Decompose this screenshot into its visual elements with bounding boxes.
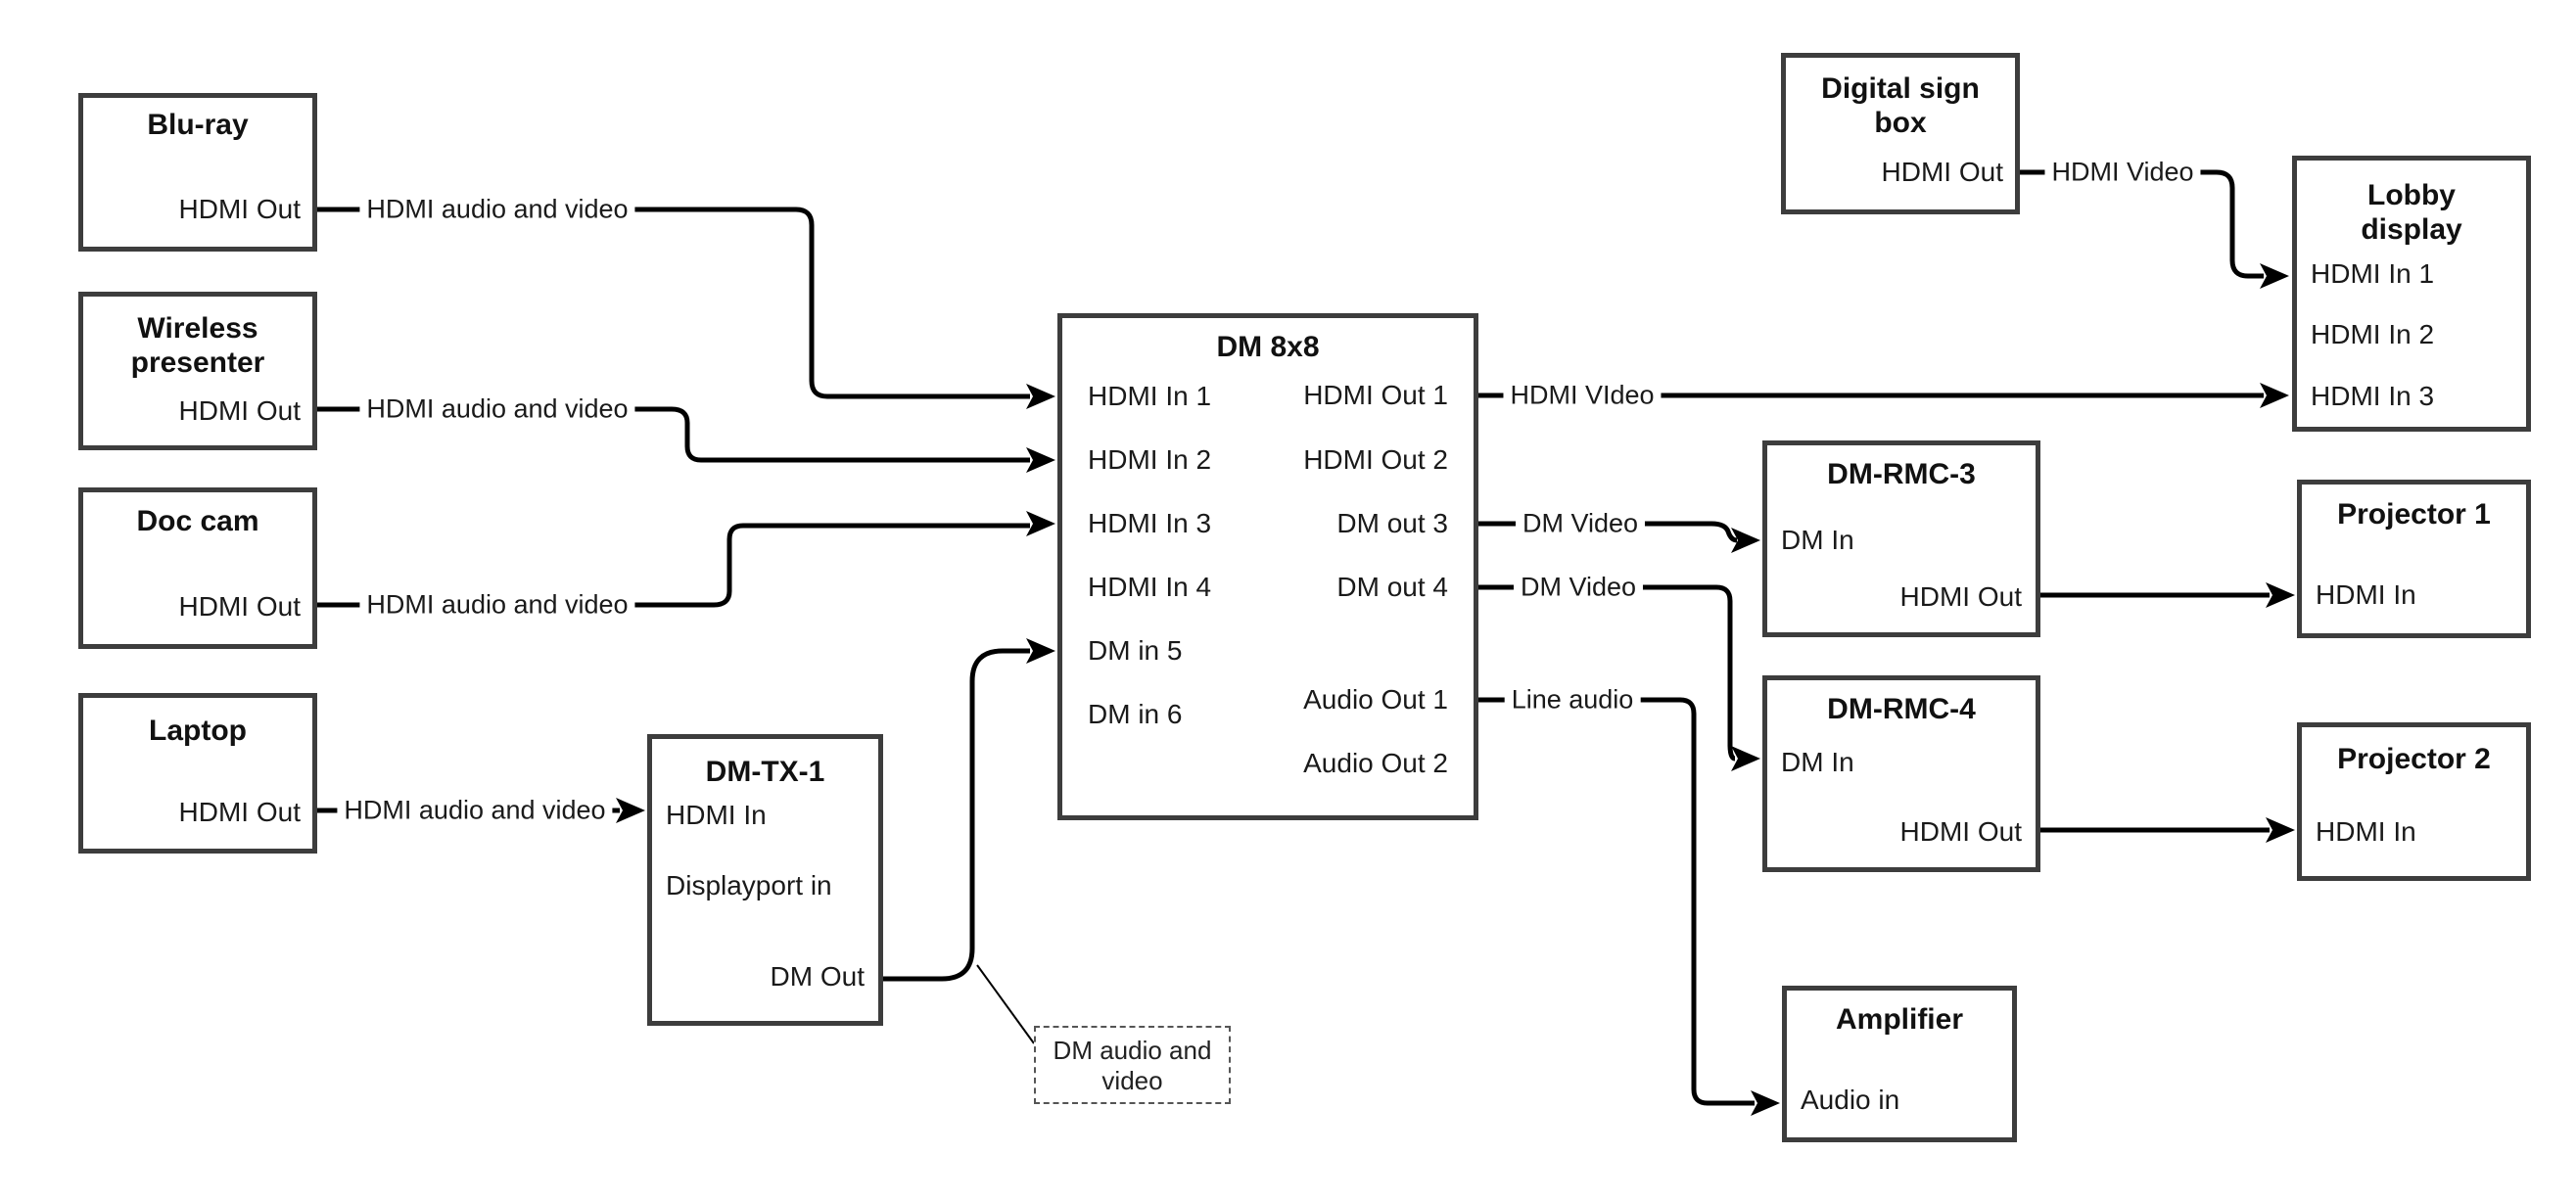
edge-label-doccam-hdmi-av: HDMI audio and video (359, 588, 635, 622)
port-dm-in-6: DM in 6 (1088, 699, 1183, 729)
node-bluray: Blu-ray HDMI Out (78, 93, 317, 252)
port-displayport-in: Displayport in (666, 870, 832, 901)
connector-digitalsign-to-lobby-in1 (2020, 169, 2264, 279)
arrowheads (616, 263, 2295, 1116)
port-dm-out: DM Out (770, 961, 865, 992)
port-dm-in-5: DM in 5 (1088, 635, 1183, 666)
port-hdmi-out: HDMI Out (178, 395, 301, 426)
port-hdmi-in-1: HDMI In 1 (1088, 381, 1212, 411)
port-hdmi-out: HDMI Out (1881, 157, 2003, 187)
node-lobby-display: Lobby display HDMI In 1 HDMI In 2 HDMI I… (2292, 156, 2531, 432)
port-dm-in: DM In (1781, 525, 1854, 555)
node-digital-sign-box: Digital sign box HDMI Out (1781, 53, 2020, 214)
node-title: Amplifier (1835, 1003, 1964, 1036)
port-hdmi-out-1: HDMI Out 1 (1303, 380, 1448, 410)
port-hdmi-in: HDMI In (2316, 816, 2416, 847)
node-dm-rmc-3: DM-RMC-3 DM In HDMI Out (1762, 440, 2040, 637)
port-hdmi-in-3: HDMI In 3 (1088, 508, 1212, 538)
edge-label-hdmi-video-sign: HDMI Video (2044, 156, 2201, 189)
note-leader-line (976, 964, 1035, 1044)
node-dm-tx-1: DM-TX-1 HDMI In Displayport in DM Out (647, 734, 883, 1026)
node-title: Doc cam (136, 505, 259, 537)
node-projector-2: Projector 2 HDMI In (2297, 722, 2531, 881)
connector-bluray-to-dm8x8-in1 (317, 207, 1030, 399)
port-hdmi-out-2: HDMI Out 2 (1303, 444, 1448, 475)
node-title: DM-RMC-3 (1827, 458, 1976, 490)
node-laptop: Laptop HDMI Out (78, 693, 317, 854)
edge-label-bluray-hdmi-av: HDMI audio and video (359, 193, 635, 226)
port-dm-in: DM In (1781, 747, 1854, 777)
port-hdmi-in-1: HDMI In 1 (2311, 258, 2435, 289)
connector-wireless-to-dm8x8-in2 (317, 406, 1030, 463)
node-title: DM-RMC-4 (1827, 693, 1976, 725)
node-wireless-presenter: Wireless presenter HDMI Out (78, 292, 317, 450)
edge-label-dm-video-out3: DM Video (1515, 507, 1646, 540)
node-projector-1: Projector 1 HDMI In (2297, 480, 2531, 638)
node-title: Projector 2 (2337, 743, 2491, 775)
connector-dm8x8-audio1-to-amplifier (1478, 697, 1755, 1106)
node-title-line2: presenter (130, 346, 265, 379)
edge-label-hdmi-video-out1: HDMI VIdeo (1503, 379, 1662, 412)
edge-label-line-audio: Line audio (1504, 683, 1641, 716)
node-title: DM-TX-1 (705, 756, 825, 788)
node-title: Lobby (2367, 179, 2456, 211)
port-hdmi-in: HDMI In (666, 800, 767, 830)
node-title-line2: display (2361, 213, 2462, 246)
node-title: DM 8x8 (1216, 331, 1320, 363)
edge-label-wireless-hdmi-av: HDMI audio and video (359, 393, 635, 426)
node-title-line2: box (1874, 107, 1927, 139)
node-title: Projector 1 (2337, 498, 2491, 531)
port-hdmi-in-2: HDMI In 2 (2311, 319, 2435, 349)
node-amplifier: Amplifier Audio in (1782, 986, 2017, 1142)
note-line2: video (1101, 1066, 1163, 1095)
port-hdmi-in: HDMI In (2316, 579, 2416, 610)
node-dm-rmc-4: DM-RMC-4 DM In HDMI Out (1762, 675, 2040, 872)
port-hdmi-out: HDMI Out (1899, 581, 2022, 612)
port-audio-in: Audio in (1801, 1085, 1900, 1115)
connector-dmtx1-to-dm8x8-in5 (883, 648, 1030, 982)
node-title: Digital sign (1821, 72, 1980, 105)
port-audio-out-2: Audio Out 2 (1303, 748, 1448, 778)
port-hdmi-out: HDMI Out (1899, 816, 2022, 847)
edge-label-dm-video-out4: DM Video (1513, 571, 1644, 604)
port-hdmi-in-4: HDMI In 4 (1088, 572, 1212, 602)
port-hdmi-in-3: HDMI In 3 (2311, 381, 2435, 411)
connector-dm8x8-out3-to-dmrmc3 (1478, 521, 1738, 543)
node-dm-8x8: DM 8x8 HDMI In 1 HDMI In 2 HDMI In 3 HDM… (1057, 313, 1478, 820)
edge-label-laptop-hdmi-av: HDMI audio and video (337, 794, 613, 827)
port-dm-out-3: DM out 3 (1336, 508, 1448, 538)
port-hdmi-out: HDMI Out (178, 194, 301, 224)
note-dm-audio-video: DM audio and video (1034, 1026, 1231, 1104)
port-audio-out-1: Audio Out 1 (1303, 684, 1448, 715)
note-line1: DM audio and (1053, 1036, 1212, 1065)
node-doc-cam: Doc cam HDMI Out (78, 487, 317, 649)
node-title: Laptop (149, 715, 247, 747)
port-hdmi-out: HDMI Out (178, 591, 301, 622)
connector-doccam-to-dm8x8-in3 (317, 523, 1030, 608)
connector-dm8x8-out4-to-dmrmc4 (1478, 584, 1736, 762)
port-hdmi-in-2: HDMI In 2 (1088, 444, 1212, 475)
port-hdmi-out: HDMI Out (178, 797, 301, 827)
node-title: Blu-ray (147, 109, 249, 141)
port-dm-out-4: DM out 4 (1336, 572, 1448, 602)
node-title: Wireless (137, 312, 258, 345)
